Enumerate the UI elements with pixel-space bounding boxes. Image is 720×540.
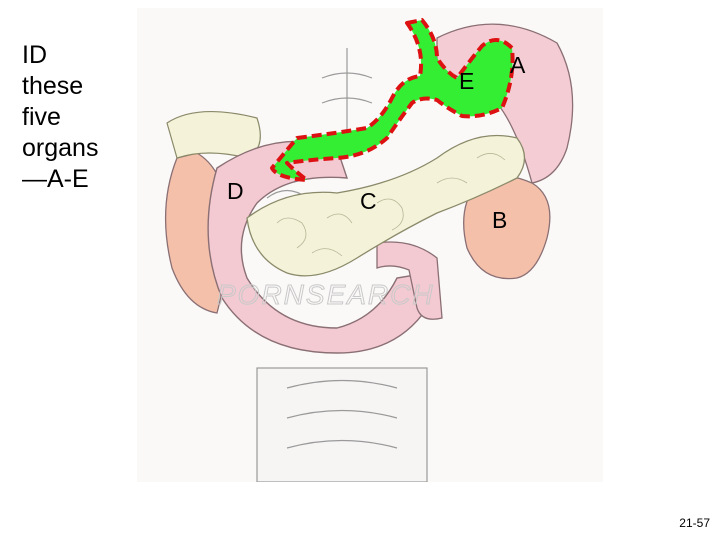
watermark-text: PORNSEARCH	[217, 279, 435, 310]
duodenum-shape	[207, 140, 433, 354]
anatomy-illustration: PORNSEARCH	[164, 18, 574, 482]
question-text: ID these five organs —A-E	[22, 40, 142, 195]
stomach-highlight	[270, 18, 515, 182]
label-e: E	[459, 68, 475, 94]
question-line: these	[22, 72, 84, 100]
question-line: organs	[22, 134, 99, 162]
question-line: ID	[22, 41, 47, 69]
label-c: C	[360, 188, 377, 214]
question-line: —A-E	[22, 165, 89, 193]
pancreas-shape	[246, 134, 526, 277]
pancreas-texture	[276, 153, 506, 257]
spine-illustration	[256, 48, 448, 482]
label-b: B	[492, 207, 508, 233]
label-a: A	[510, 52, 526, 78]
question-line: five	[22, 103, 61, 131]
label-d: D	[227, 178, 244, 204]
anatomy-figure: PORNSEARCH A B C D E	[137, 8, 603, 482]
slide-number: 21-57	[679, 516, 710, 530]
